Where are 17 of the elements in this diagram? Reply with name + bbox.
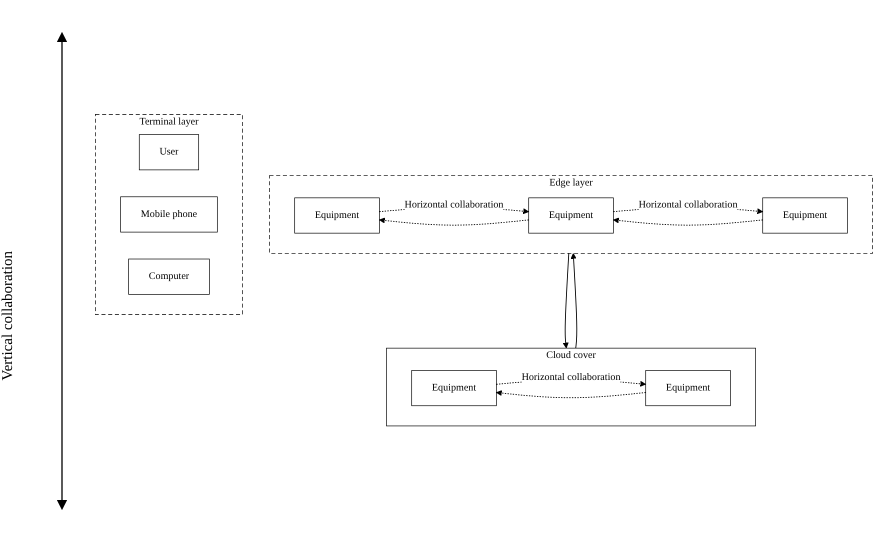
node-box: Equipment xyxy=(411,370,497,406)
edge-label: Horizontal collaboration xyxy=(404,200,504,211)
arrow xyxy=(496,390,646,399)
node-box: User xyxy=(138,134,200,171)
edge-label: Horizontal collaboration xyxy=(522,372,620,384)
node-box: Equipment xyxy=(294,198,380,234)
node-box: Equipment xyxy=(528,198,614,234)
node-box: Computer xyxy=(128,259,210,296)
node-box: Equipment xyxy=(645,370,731,406)
node-box: Equipment xyxy=(762,198,848,234)
axis-label: Vertical collaboration xyxy=(0,250,17,380)
arrow xyxy=(613,218,764,226)
arrow xyxy=(570,253,578,349)
arrow xyxy=(379,218,530,226)
arrow xyxy=(562,253,570,349)
edge-label: Horizontal collaboration xyxy=(638,200,738,211)
node-box: Mobile phone xyxy=(120,196,218,233)
